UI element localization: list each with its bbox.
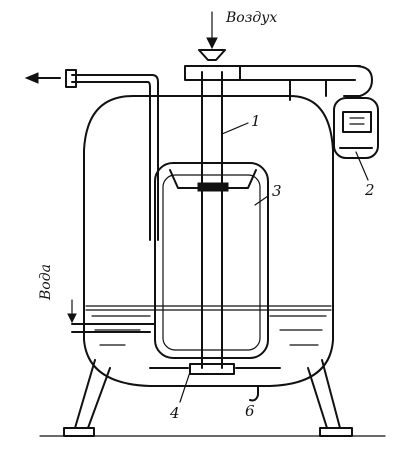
leg-left <box>74 359 111 429</box>
top-block <box>184 65 241 81</box>
water-surface <box>85 305 332 346</box>
drain-6 <box>249 385 259 402</box>
label-1: 1 <box>251 112 261 130</box>
outlet-arrow <box>24 72 39 84</box>
support-legs <box>63 359 353 437</box>
drive-frame <box>184 65 373 101</box>
motor-2 <box>333 97 379 159</box>
label-air: Воздух <box>225 10 277 26</box>
shaft-1 <box>201 71 223 369</box>
foot-right <box>319 427 353 437</box>
air-inlet <box>198 11 226 61</box>
label-3: 3 <box>272 182 282 200</box>
label-leaders <box>179 122 369 403</box>
label-2: 2 <box>364 181 375 199</box>
drive-pulley <box>343 65 373 97</box>
outlet-pipe <box>24 69 159 241</box>
label-6: 6 <box>245 402 255 420</box>
label-water: Вода <box>38 264 54 301</box>
inner-vessel-3 <box>154 162 269 359</box>
label-4: 4 <box>169 404 180 422</box>
inner-vessel-inner-wall <box>162 174 261 351</box>
water-inlet-pipe <box>67 299 156 333</box>
tank-body <box>83 95 334 387</box>
bottom-impeller-4 <box>149 363 281 375</box>
leg-right <box>307 359 341 429</box>
foot-left <box>63 427 95 437</box>
hub <box>197 182 229 192</box>
outlet-flange <box>65 69 77 88</box>
